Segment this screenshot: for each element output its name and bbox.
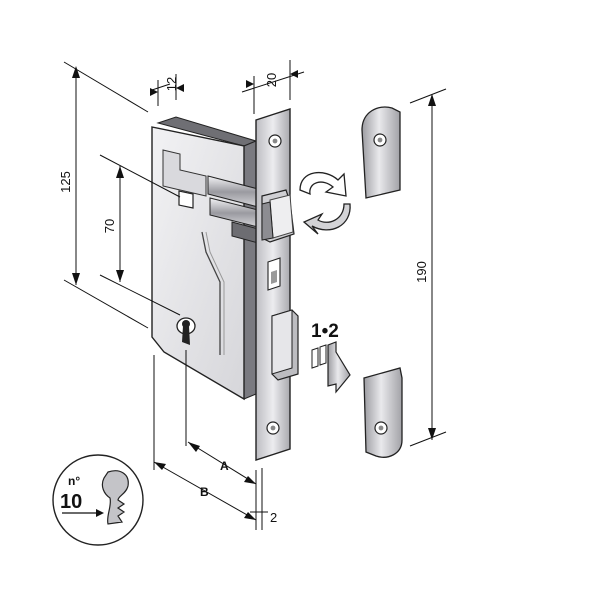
dim-a-label: A	[220, 459, 229, 473]
key-number-badge: n° 10	[52, 454, 144, 546]
deadbolt	[271, 309, 299, 381]
strike-plate-top	[361, 106, 401, 199]
dim-190-label: 190	[414, 261, 429, 283]
dim-125-label: 125	[58, 171, 73, 193]
lock-body	[151, 116, 263, 401]
dim-12-label: 12	[164, 77, 179, 91]
rotate-arrow-icon	[299, 171, 351, 235]
badge-prefix: n°	[68, 474, 80, 488]
bolt-throw-indicator: 1•2	[311, 321, 351, 394]
keyhole-icon	[176, 317, 196, 345]
dimension-arrowheads	[72, 66, 436, 520]
key-profile-icon	[101, 470, 129, 525]
faceplate	[255, 108, 299, 461]
dim-b-label: B	[200, 485, 209, 499]
dimension-lines	[63, 60, 447, 530]
dim-2-label: 2	[270, 510, 277, 525]
strike-plate-bottom	[363, 367, 403, 458]
dim-20-label: 20	[264, 73, 279, 87]
latch-bolt	[261, 189, 295, 243]
bolt-throw-label: 1•2	[311, 321, 339, 342]
dim-70-label: 70	[102, 219, 117, 233]
badge-number: 10	[60, 491, 82, 513]
